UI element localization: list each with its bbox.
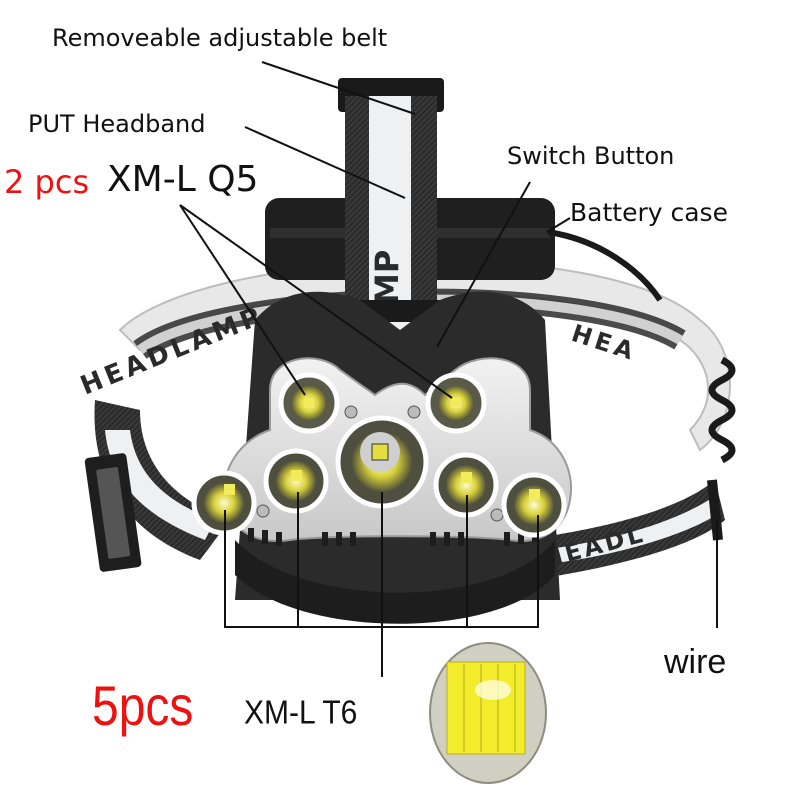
label-q5-model: XM-L Q5 bbox=[107, 159, 259, 200]
label-q5-count: 2 pcs bbox=[4, 163, 90, 201]
led-t6-far-left bbox=[191, 470, 257, 536]
led-t6-left bbox=[263, 448, 329, 514]
svg-text:MP: MP bbox=[368, 250, 406, 305]
label-t6-model: XM-L T6 bbox=[244, 694, 358, 732]
label-switch-button: Switch Button bbox=[507, 142, 675, 170]
label-removeable-belt: Removeable adjustable belt bbox=[52, 24, 388, 52]
label-t6-count: 5pcs bbox=[92, 676, 194, 738]
led-q5-left bbox=[278, 372, 340, 434]
led-t6-center bbox=[335, 415, 429, 509]
led-chip-closeup bbox=[429, 642, 547, 784]
label-battery-case: Battery case bbox=[570, 198, 728, 227]
label-wire: wire bbox=[664, 643, 727, 681]
label-put-headband: PUT Headband bbox=[28, 110, 206, 138]
led-q5-right bbox=[425, 372, 487, 434]
led-t6-far-right bbox=[501, 472, 567, 538]
callout-lines bbox=[179, 61, 718, 677]
top-strap: MP bbox=[328, 78, 448, 336]
